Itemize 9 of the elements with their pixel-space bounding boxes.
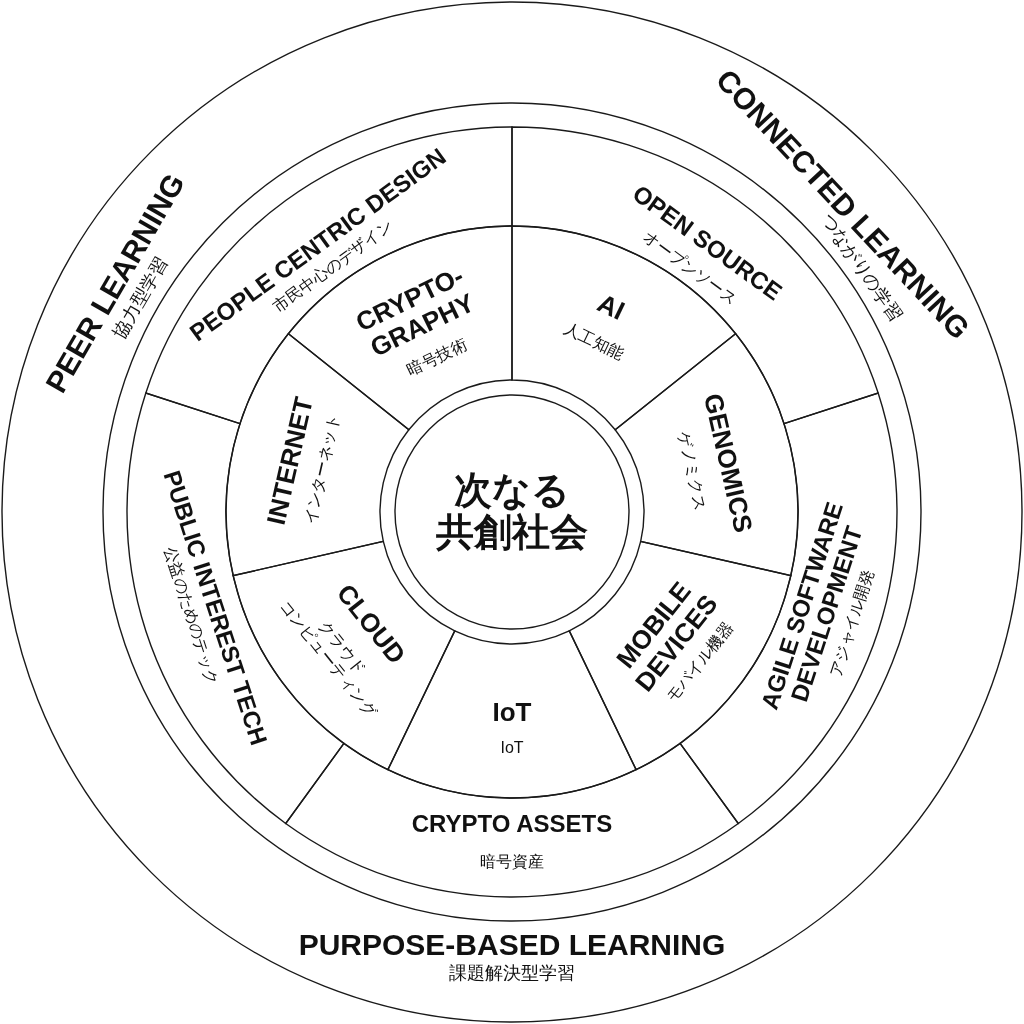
segment-subtitle: IoT	[500, 739, 524, 757]
ring-subtitle: 課題解決型学習	[449, 964, 575, 984]
segment-subtitle: 暗号資産	[480, 853, 544, 871]
ring-title: PURPOSE-BASED LEARNING	[298, 927, 726, 961]
center-title: 次なる共創社会	[436, 470, 588, 554]
segment-title: CRYPTO ASSETS	[411, 810, 613, 838]
segment-title: IoT	[492, 697, 532, 727]
ring-segment	[284, 742, 740, 898]
segment-subtitle: ゲノミクス	[674, 429, 710, 512]
